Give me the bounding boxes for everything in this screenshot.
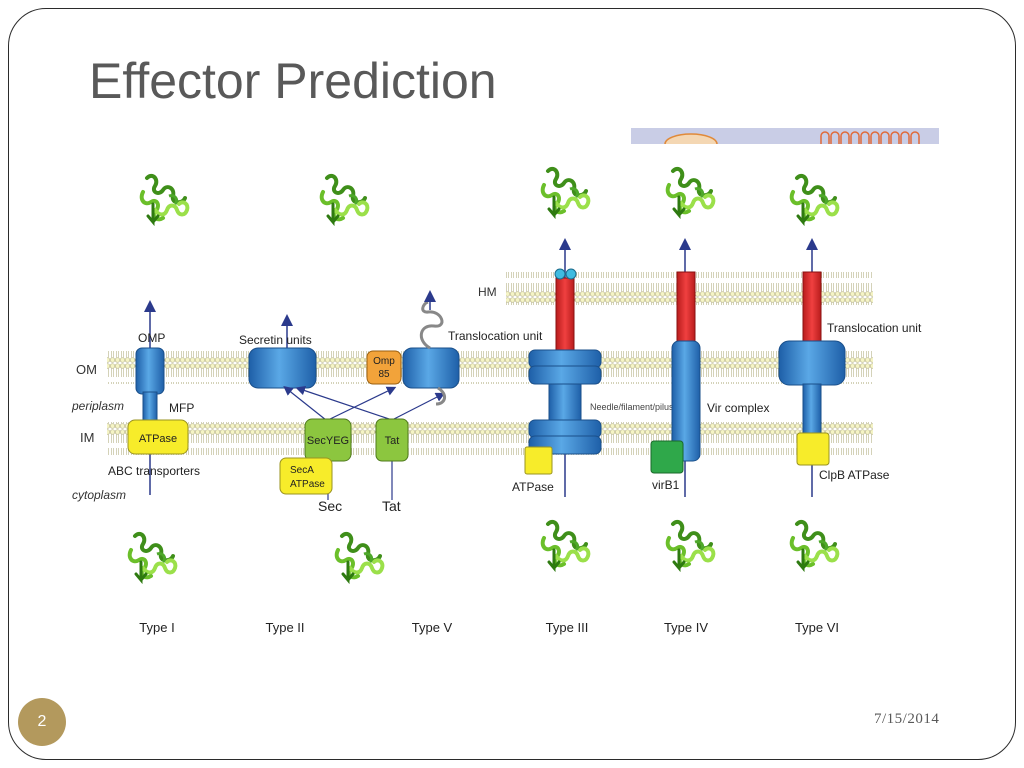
clpb-atpase-label: ClpB ATPase bbox=[819, 468, 890, 482]
seca-atpase-box bbox=[279, 457, 333, 495]
omp85-label-2: 85 bbox=[378, 369, 390, 380]
type1-atpase-box bbox=[127, 419, 189, 455]
hm-label: HM bbox=[478, 285, 497, 299]
tat-box-label: Tat bbox=[385, 435, 400, 447]
virb1-box bbox=[650, 440, 684, 474]
protein-ribbon-icon bbox=[665, 166, 716, 217]
type-label: Type III bbox=[546, 620, 589, 635]
omp85-box bbox=[366, 350, 402, 385]
periplasm-label: periplasm bbox=[71, 399, 124, 413]
type5-translocation-label: Translocation unit bbox=[448, 329, 543, 343]
type2-system: Secretin units SecYEG SecA ATPase Tat Se… bbox=[239, 314, 446, 514]
type-label: Type IV bbox=[664, 620, 708, 635]
type3-system: ATPase Needle/filament/pilus bbox=[512, 238, 674, 497]
type6-translocation-label: Translocation unit bbox=[827, 321, 922, 335]
cytoplasm-label: cytoplasm bbox=[72, 488, 126, 502]
tat-pathway-label: Tat bbox=[382, 498, 401, 514]
sec-pathway-label: Sec bbox=[318, 498, 342, 514]
type-label: Type V bbox=[412, 620, 453, 635]
im-label: IM bbox=[80, 430, 94, 445]
type6-system: Translocation unit ClpB ATPase bbox=[778, 238, 922, 497]
secyeg-label: SecYEG bbox=[307, 435, 349, 447]
type4-system: virB1 Vir complex bbox=[650, 238, 769, 497]
protein-ribbon-icon bbox=[127, 531, 178, 582]
secretin-units-label: Secretin units bbox=[239, 333, 312, 347]
type1-system: ATPase OMP MFP ABC transporters bbox=[108, 300, 200, 495]
omp85-label-1: Omp bbox=[373, 356, 395, 367]
om-label: OM bbox=[76, 362, 97, 377]
vir-complex-label: Vir complex bbox=[707, 401, 769, 415]
omp-label: OMP bbox=[138, 331, 165, 345]
outer-membrane bbox=[107, 351, 873, 384]
secretin-channel bbox=[248, 347, 317, 389]
type5-translocation-channel bbox=[402, 347, 460, 389]
slide-date: 7/15/2014 bbox=[874, 711, 940, 727]
protein-ribbon-icon bbox=[789, 519, 840, 570]
type6-tube bbox=[802, 271, 822, 343]
mfp-label: MFP bbox=[169, 401, 194, 415]
type3-atpase-box bbox=[524, 446, 553, 475]
tat-box bbox=[375, 418, 409, 462]
virb1-label: virB1 bbox=[652, 478, 680, 492]
type3-needle bbox=[555, 277, 575, 351]
protein-ribbon-icon bbox=[139, 173, 190, 224]
type6-translocation-channel bbox=[778, 340, 846, 386]
partial-image-art bbox=[664, 131, 920, 144]
needle-label: Needle/filament/pilus bbox=[590, 402, 674, 412]
protein-ribbon-icon bbox=[540, 166, 591, 217]
type1-atpase-label: ATPase bbox=[139, 433, 177, 445]
type4-pilus bbox=[676, 271, 696, 343]
clpb-atpase-box bbox=[796, 432, 830, 466]
abc-transporters-label: ABC transporters bbox=[108, 464, 200, 478]
slide-number-badge: 2 bbox=[18, 698, 66, 746]
protein-ribbon-icon bbox=[319, 173, 370, 224]
protein-ribbon-icon bbox=[540, 519, 591, 570]
seca-atpase-label: ATPase bbox=[290, 479, 325, 490]
inner-membrane bbox=[107, 422, 873, 455]
protein-ribbon-icon bbox=[665, 519, 716, 570]
slide-title: Effector Prediction bbox=[89, 53, 497, 109]
type3-atpase-label: ATPase bbox=[512, 480, 554, 494]
type-label: Type II bbox=[265, 620, 304, 635]
partial-image-strip bbox=[631, 128, 939, 144]
type-label: Type I bbox=[139, 620, 174, 635]
type5-system: Omp 85 Translocation unit bbox=[366, 290, 543, 406]
vir-complex-channel bbox=[671, 340, 701, 462]
seca-label: SecA bbox=[290, 465, 314, 476]
type-label: Type VI bbox=[795, 620, 839, 635]
protein-ribbon-icon bbox=[789, 173, 840, 224]
protein-ribbon-icon bbox=[334, 531, 385, 582]
slide-frame bbox=[8, 8, 1016, 760]
